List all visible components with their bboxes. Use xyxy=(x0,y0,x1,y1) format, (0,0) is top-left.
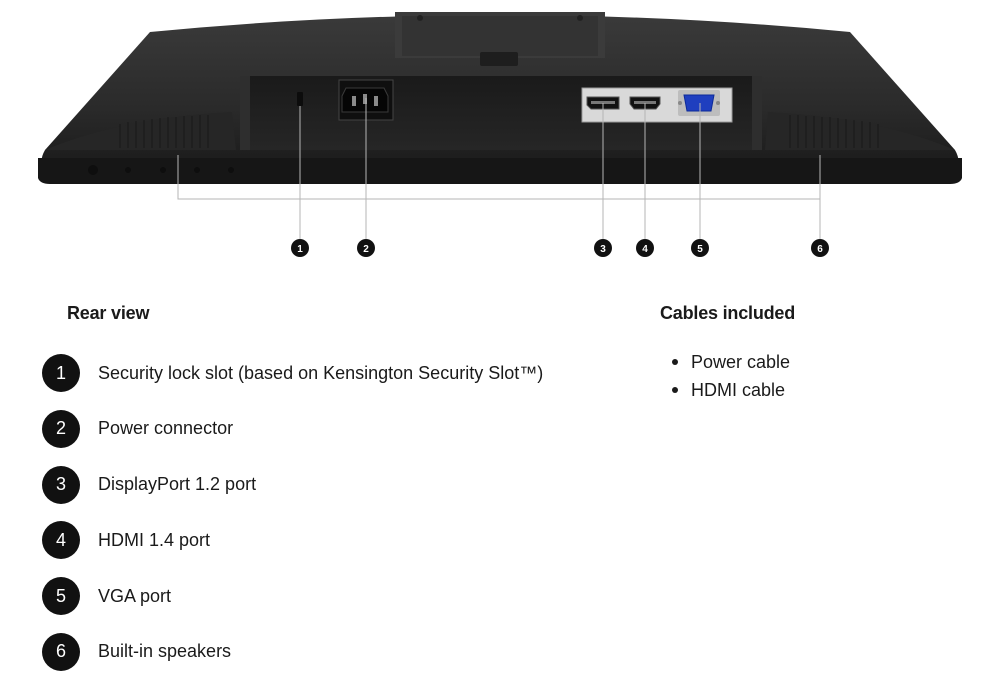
cable-item-hdmi: HDMI cable xyxy=(672,376,790,404)
legend-item-speakers: 6 Built-in speakers xyxy=(42,632,543,671)
callout-2: 2 xyxy=(357,239,375,257)
legend-label-displayport: DisplayPort 1.2 port xyxy=(98,474,257,495)
legend-item-displayport: 3 DisplayPort 1.2 port xyxy=(42,465,543,504)
legend-label-security-lock-slot: Security lock slot (based on Kensington … xyxy=(98,362,544,383)
legend-label-power-connector: Power connector xyxy=(98,418,234,439)
callout-2-number: 2 xyxy=(363,244,369,255)
security-lock-slot xyxy=(297,92,303,106)
callout-4-number: 4 xyxy=(642,244,648,255)
legend-badge-5: 5 xyxy=(42,577,80,616)
callout-6: 6 xyxy=(811,239,829,257)
legend-item-security-lock-slot: 1 Security lock slot (based on Kensingto… xyxy=(42,354,543,392)
monitor-bottom-edge xyxy=(38,158,962,184)
legend-badge-1: 1 xyxy=(42,354,80,392)
bullet-icon xyxy=(672,387,678,393)
legend-badge-4: 4 xyxy=(42,521,80,560)
bullet-icon xyxy=(672,359,678,365)
rear-view-title: Rear view xyxy=(67,303,150,323)
rear-view-legend: 1 Security lock slot (based on Kensingto… xyxy=(42,354,543,689)
cables-included-list: Power cable HDMI cable xyxy=(672,348,790,404)
vga-port xyxy=(678,90,720,116)
cable-label-power: Power cable xyxy=(691,351,791,372)
legend-label-vga: VGA port xyxy=(98,585,172,606)
callout-1: 1 xyxy=(291,239,309,257)
legend-item-hdmi: 4 HDMI 1.4 port xyxy=(42,521,543,560)
legend-badge-2: 2 xyxy=(42,409,80,448)
callout-5: 5 xyxy=(691,239,709,257)
callout-6-number: 6 xyxy=(817,244,823,255)
callout-3-number: 3 xyxy=(600,244,606,255)
legend-badge-6: 6 xyxy=(42,632,80,671)
cable-item-power: Power cable xyxy=(672,348,790,376)
left-speaker-grille xyxy=(45,112,236,150)
callout-leader-lines xyxy=(177,98,821,239)
callout-5-number: 5 xyxy=(697,244,703,255)
legend-item-power-connector: 2 Power connector xyxy=(42,409,543,448)
monitor-rear-view-illustration: 1 2 3 4 5 6 xyxy=(38,12,962,257)
callout-1-number: 1 xyxy=(297,244,303,255)
legend-badge-3: 3 xyxy=(42,465,80,504)
control-buttons xyxy=(88,165,234,175)
cable-label-hdmi: HDMI cable xyxy=(691,379,786,400)
cables-included-title: Cables included xyxy=(660,303,796,323)
right-speaker-grille xyxy=(765,112,955,150)
callout-4: 4 xyxy=(636,239,654,257)
legend-label-hdmi: HDMI 1.4 port xyxy=(98,529,211,550)
callout-3: 3 xyxy=(594,239,612,257)
legend-item-vga: 5 VGA port xyxy=(42,577,543,616)
legend-label-speakers: Built-in speakers xyxy=(98,641,232,662)
